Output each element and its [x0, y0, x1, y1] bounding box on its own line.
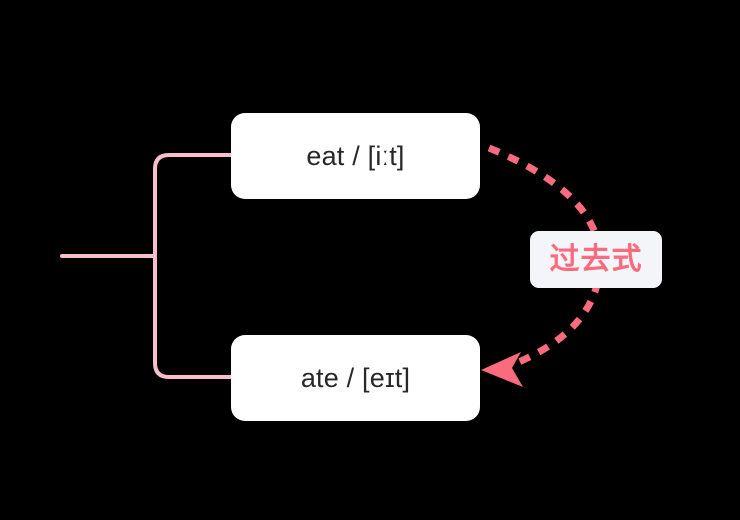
relation-badge-past-tense[interactable]: 过去式	[530, 231, 662, 288]
node-card-ate[interactable]: ate / [eɪt]	[231, 335, 480, 421]
branch-to-ate	[153, 254, 235, 379]
relation-badge-label: 过去式	[549, 242, 643, 276]
node-label-ate: ate / [eɪt]	[300, 362, 411, 393]
node-card-eat[interactable]: eat / [iːt]	[231, 113, 480, 199]
node-label-eat: eat / [iːt]	[306, 140, 405, 171]
relation-arrowhead	[481, 352, 523, 387]
branch-to-eat	[153, 153, 235, 258]
